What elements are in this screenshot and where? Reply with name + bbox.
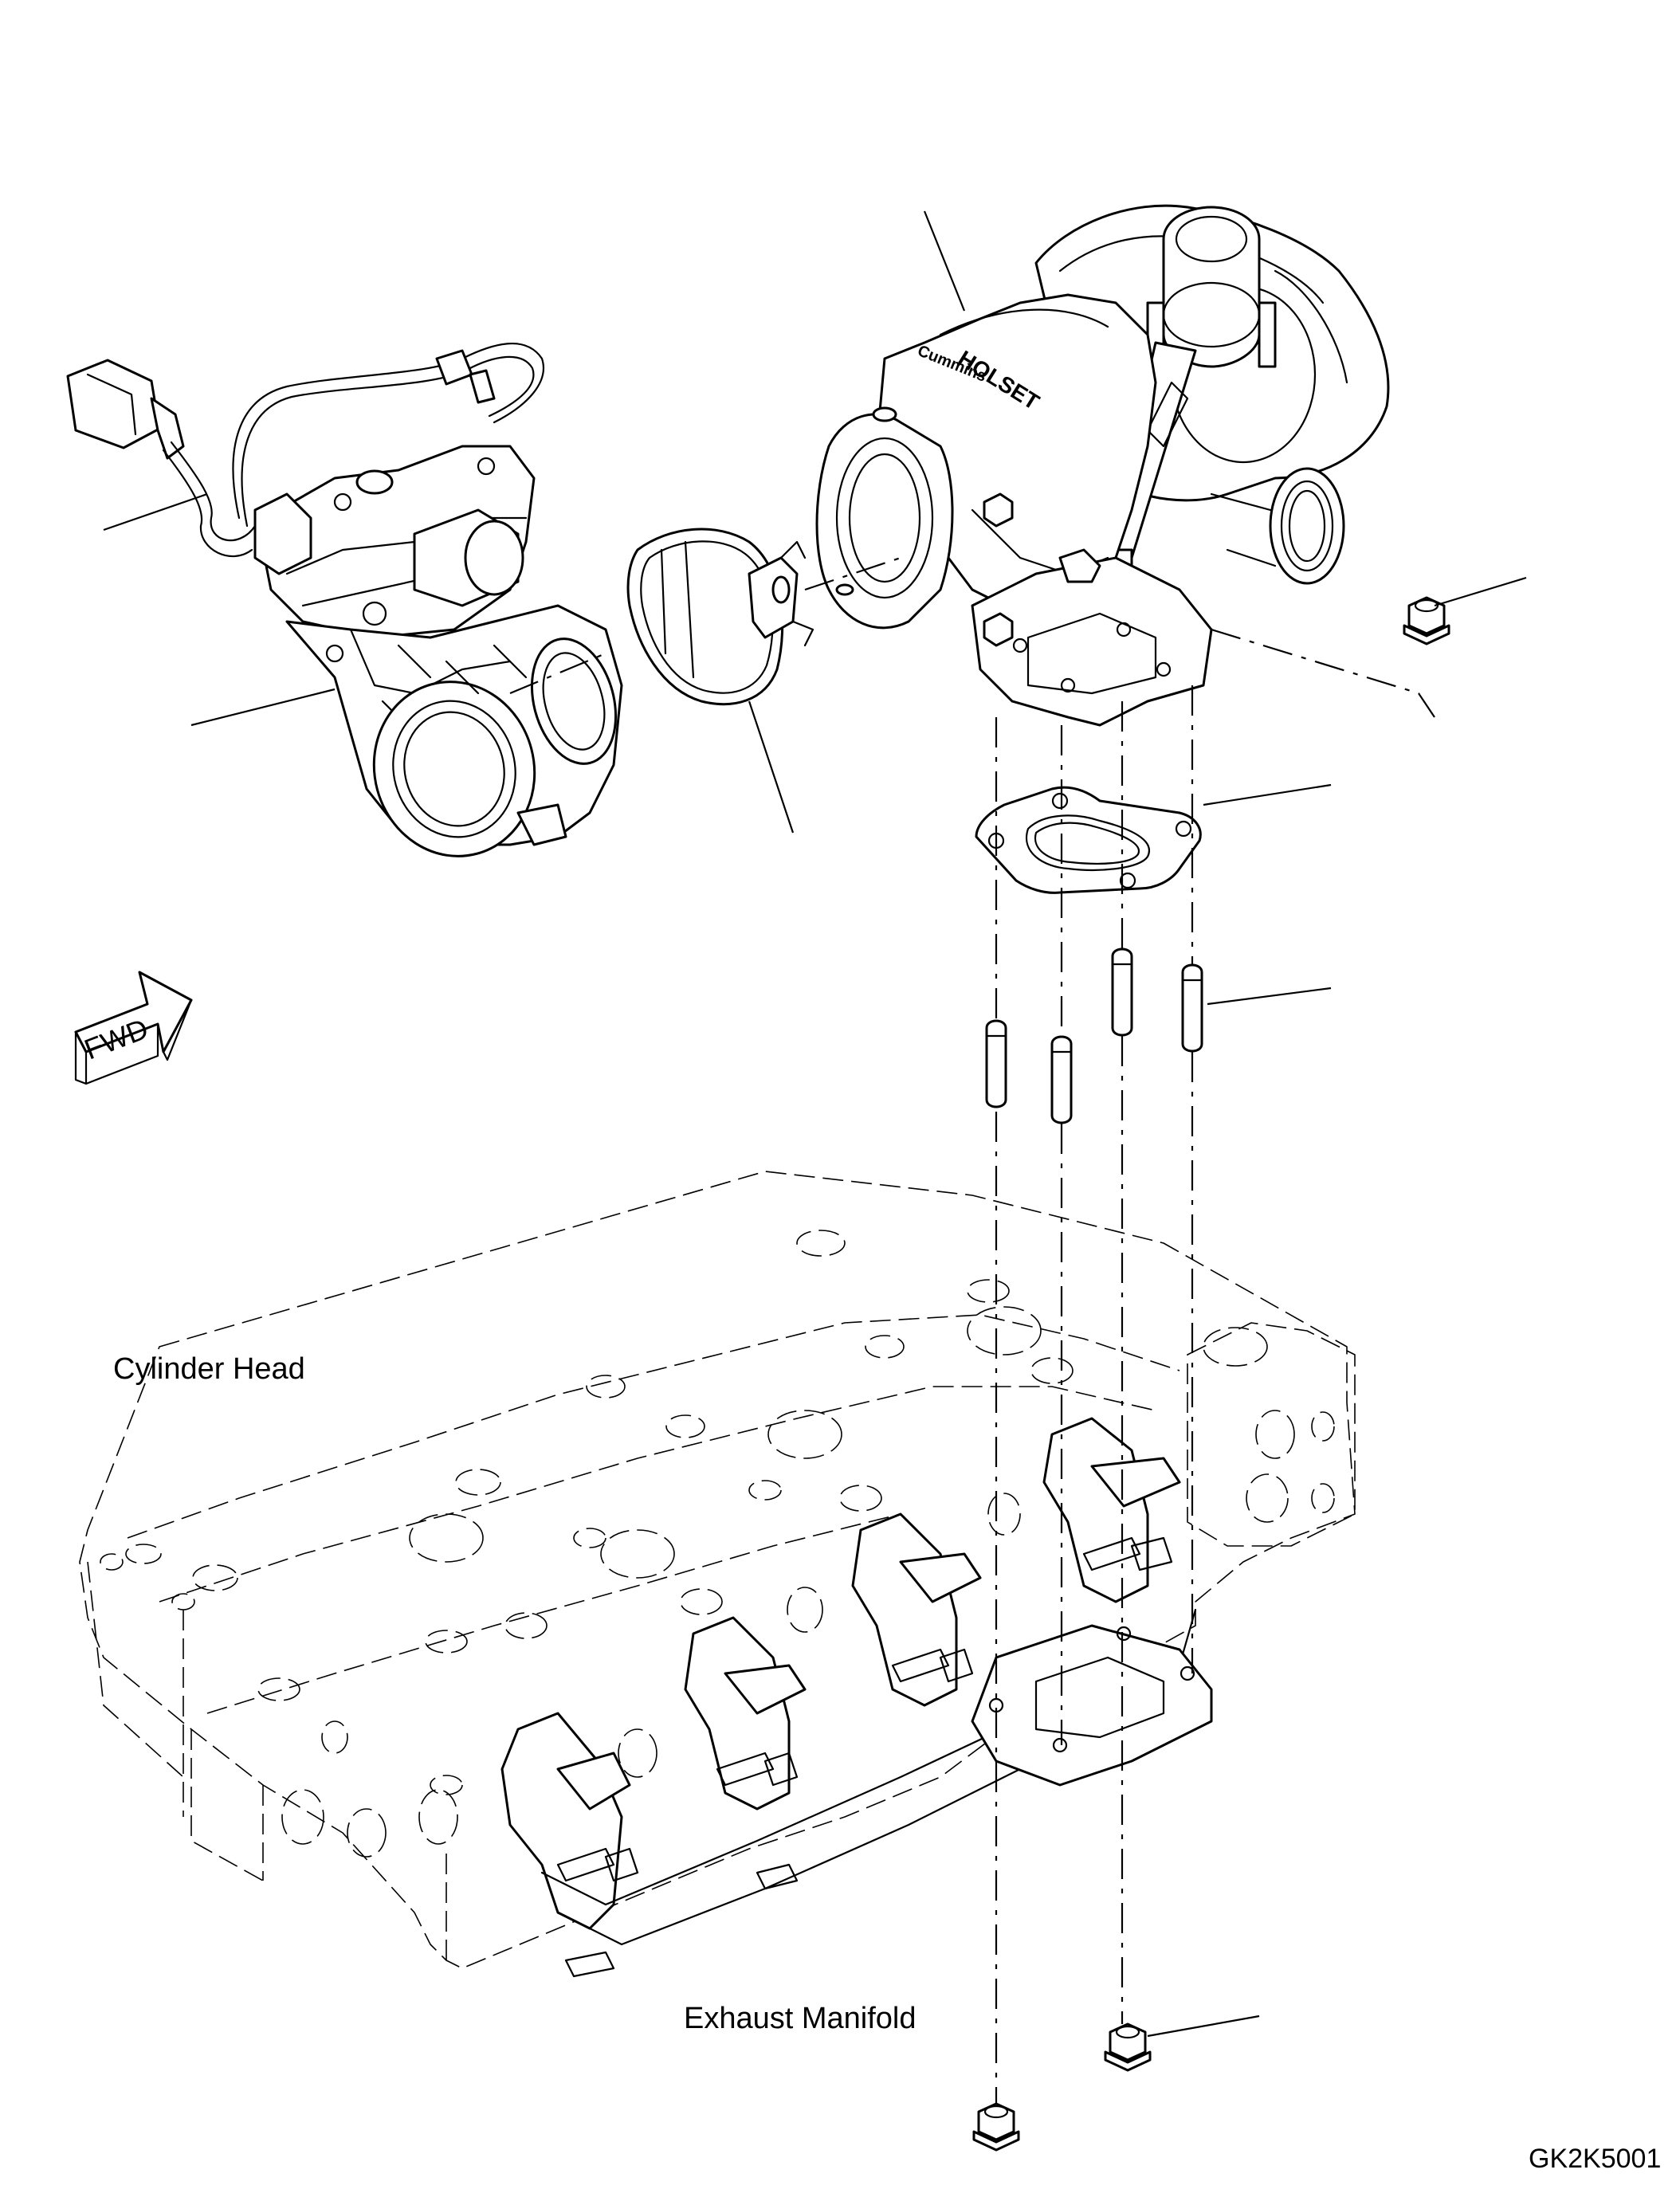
cylinder-head-label: Cylinder Head	[113, 1352, 305, 1386]
assembly-centerlines	[509, 556, 1435, 2104]
leader-lines	[103, 210, 1527, 2038]
stud	[1181, 963, 1203, 1053]
stud	[1111, 947, 1133, 1037]
turbo-gasket	[975, 786, 1202, 894]
figure-code: GK2K5001	[1529, 2144, 1661, 2174]
fwd-arrow: FWD	[74, 971, 193, 1085]
exhaust-manifold	[500, 1417, 1213, 1978]
exhaust-manifold-label: Exhaust Manifold	[684, 2002, 917, 2035]
turbocharger: HOLSET Cummins	[815, 204, 1390, 727]
flange-nut-lower-2	[972, 2102, 1020, 2152]
egr-valve-with-harness	[66, 343, 623, 857]
flange-nut-upper	[1403, 596, 1450, 645]
studs	[985, 947, 1203, 1124]
stud	[985, 1019, 1007, 1108]
flange-nut-lower	[1104, 2022, 1152, 2072]
stud	[1050, 1035, 1073, 1124]
cylinder-head	[79, 1171, 1356, 1969]
v-band-clamp	[626, 528, 814, 706]
